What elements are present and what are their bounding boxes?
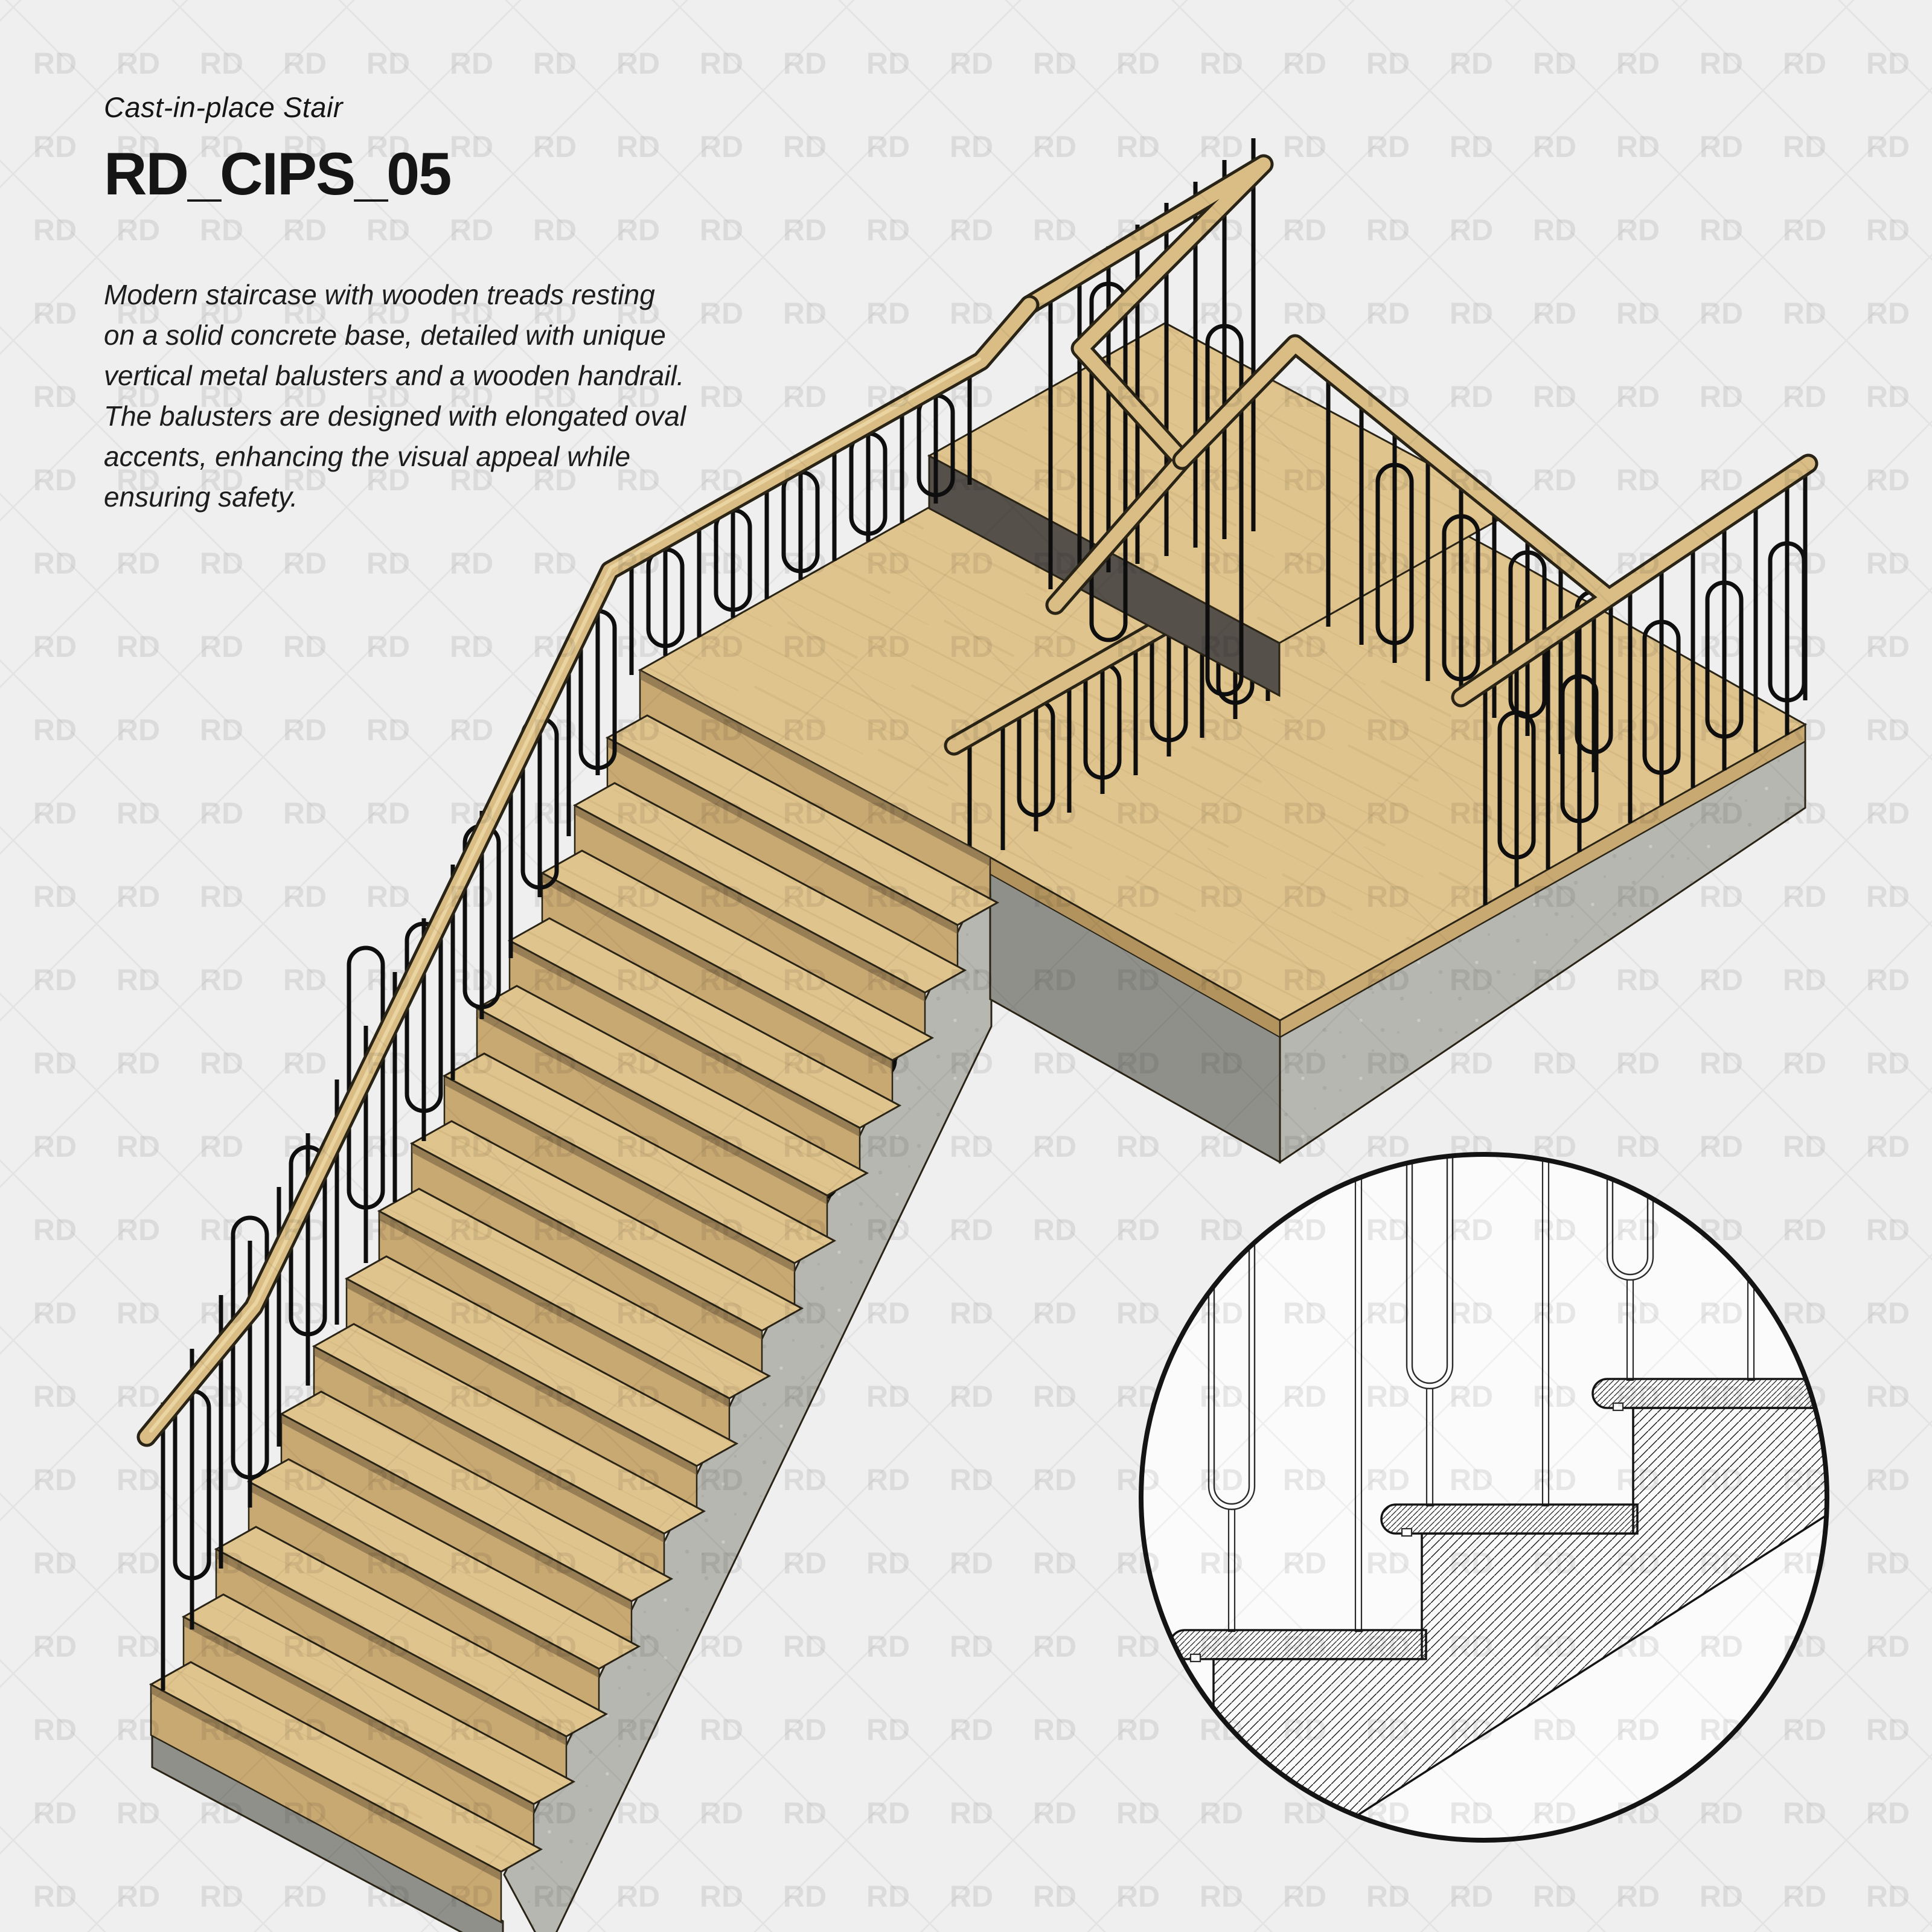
description-line: The balusters are designed with elongate… bbox=[104, 400, 686, 432]
title-block: Cast-in-place Stair RD_CIPS_05 bbox=[104, 91, 452, 208]
description-line: Modern staircase with wooden treads rest… bbox=[104, 279, 655, 310]
page-title: RD_CIPS_05 bbox=[104, 140, 452, 207]
description-line: ensuring safety. bbox=[104, 481, 298, 513]
detail-upper-riser bbox=[1849, 1183, 1876, 1408]
description-line: on a solid concrete base, detailed with … bbox=[104, 319, 666, 351]
description-line: accents, enhancing the visual appeal whi… bbox=[104, 441, 631, 472]
description-text: Modern staircase with wooden treads rest… bbox=[104, 275, 686, 517]
category-label: Cast-in-place Stair bbox=[104, 91, 344, 123]
description-line: vertical metal balusters and a wooden ha… bbox=[104, 360, 685, 391]
